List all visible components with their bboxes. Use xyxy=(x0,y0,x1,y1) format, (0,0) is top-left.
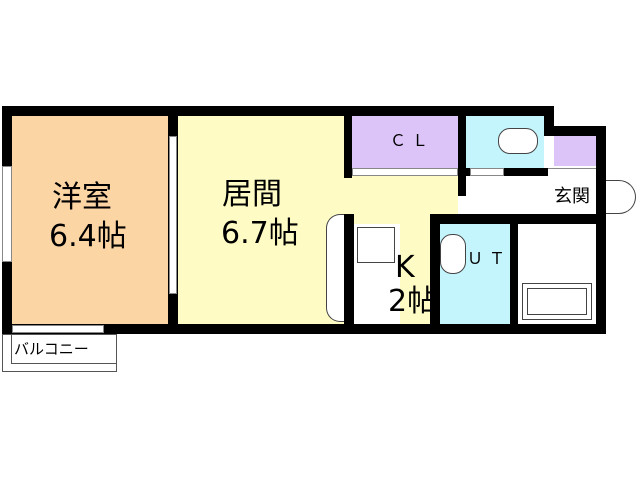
entrance-wall-top xyxy=(544,126,606,136)
hall-wall xyxy=(430,214,606,224)
outer-wall-right xyxy=(596,126,606,334)
kitchen-size: 2帖 xyxy=(388,284,438,319)
wall-right-of-toilet xyxy=(544,106,554,136)
balcony-window xyxy=(12,325,104,333)
toilet-door xyxy=(470,168,504,176)
balcony-label: バルコニー xyxy=(14,340,89,358)
entrance-storage xyxy=(554,136,596,166)
door-western-living xyxy=(169,136,177,294)
entrance-door-swing[interactable] xyxy=(606,180,636,214)
toilet-wall-bottom xyxy=(466,168,554,176)
toilet-fixture xyxy=(498,128,538,154)
living-room-size: 6.7帖 xyxy=(221,216,299,251)
hall-wall-vertical xyxy=(430,214,440,324)
kitchen-wall xyxy=(344,214,354,324)
closet-wall-right xyxy=(458,116,466,196)
outer-wall-bottom xyxy=(2,324,606,334)
closet-doors xyxy=(352,168,458,176)
balcony xyxy=(2,334,117,372)
fridge-space xyxy=(326,214,344,322)
entrance-label: 玄関 xyxy=(554,186,590,207)
washbasin xyxy=(440,234,466,274)
window-left xyxy=(2,166,12,262)
balcony-inner xyxy=(11,334,117,364)
western-room-name: 洋室 xyxy=(52,180,112,215)
closet-label: ＣＬ xyxy=(390,131,435,150)
bathtub-inner xyxy=(527,288,587,315)
stove xyxy=(357,227,395,263)
kitchen-name: K xyxy=(395,250,415,285)
bathtub xyxy=(522,283,592,320)
western-room xyxy=(12,116,168,324)
closet-wall-left xyxy=(344,116,352,178)
bathroom xyxy=(518,224,596,324)
living-room-name: 居間 xyxy=(222,177,282,212)
kitchen-counter xyxy=(354,224,400,324)
western-room-size: 6.4帖 xyxy=(49,219,127,254)
outer-wall-top xyxy=(2,106,554,116)
utility-wall-right xyxy=(510,224,518,324)
closet xyxy=(352,116,462,168)
utility-label: ＵＴ xyxy=(467,249,512,268)
entrance xyxy=(548,168,596,214)
